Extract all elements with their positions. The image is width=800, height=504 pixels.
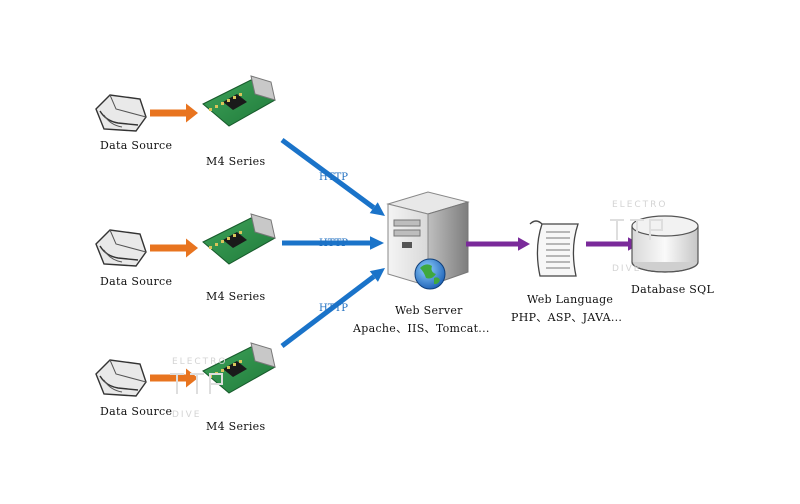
module-label-1: M4 Series [206, 155, 266, 168]
web-server-subtitle: Apache、IIS、Tomcat... [353, 322, 490, 335]
m4-module-icon-3 [202, 342, 276, 394]
http-label-3: HTTP [319, 303, 348, 314]
module-label-2: M4 Series [206, 290, 266, 303]
data-source-label-1: Data Source [100, 139, 173, 152]
module-label-3: M4 Series [206, 420, 266, 433]
m4-module-icon-2 [202, 213, 276, 265]
m4-module-icon-1 [202, 75, 276, 127]
data-source-icon-1 [95, 94, 147, 132]
watermark-bottom-line3: DIVE [172, 410, 202, 420]
database-label: Database SQL [631, 283, 715, 296]
http-label-2: HTTP [319, 238, 348, 249]
data-source-icon-2 [95, 229, 147, 267]
watermark-top-line3: DIVE [612, 264, 642, 274]
data-source-label-3: Data Source [100, 405, 173, 418]
web-language-title: Web Language [527, 293, 614, 306]
watermark-top-line1: ELECTRO [612, 200, 668, 210]
web-server-title: Web Server [395, 304, 463, 317]
data-source-label-2: Data Source [100, 275, 173, 288]
orange-arrow-3 [150, 368, 198, 388]
watermark-bottom-glyphs [170, 373, 223, 394]
http-arrow-2 [282, 236, 384, 250]
globe-icon [414, 258, 446, 290]
web-language-scroll-icon [529, 220, 579, 277]
orange-arrow-1 [150, 103, 198, 123]
http-arrow-3 [280, 268, 385, 348]
watermark-bottom-line1: ELECTRO [172, 357, 228, 367]
http-label-1: HTTP [319, 172, 348, 183]
data-source-icon-3 [95, 359, 147, 397]
purple-arrow-to-language [466, 237, 530, 251]
orange-arrow-2 [150, 238, 198, 258]
database-icon [631, 215, 699, 273]
watermark-top-glyphs [610, 219, 663, 240]
http-arrow-1 [280, 137, 385, 216]
web-language-subtitle: PHP、ASP、JAVA... [511, 311, 623, 324]
